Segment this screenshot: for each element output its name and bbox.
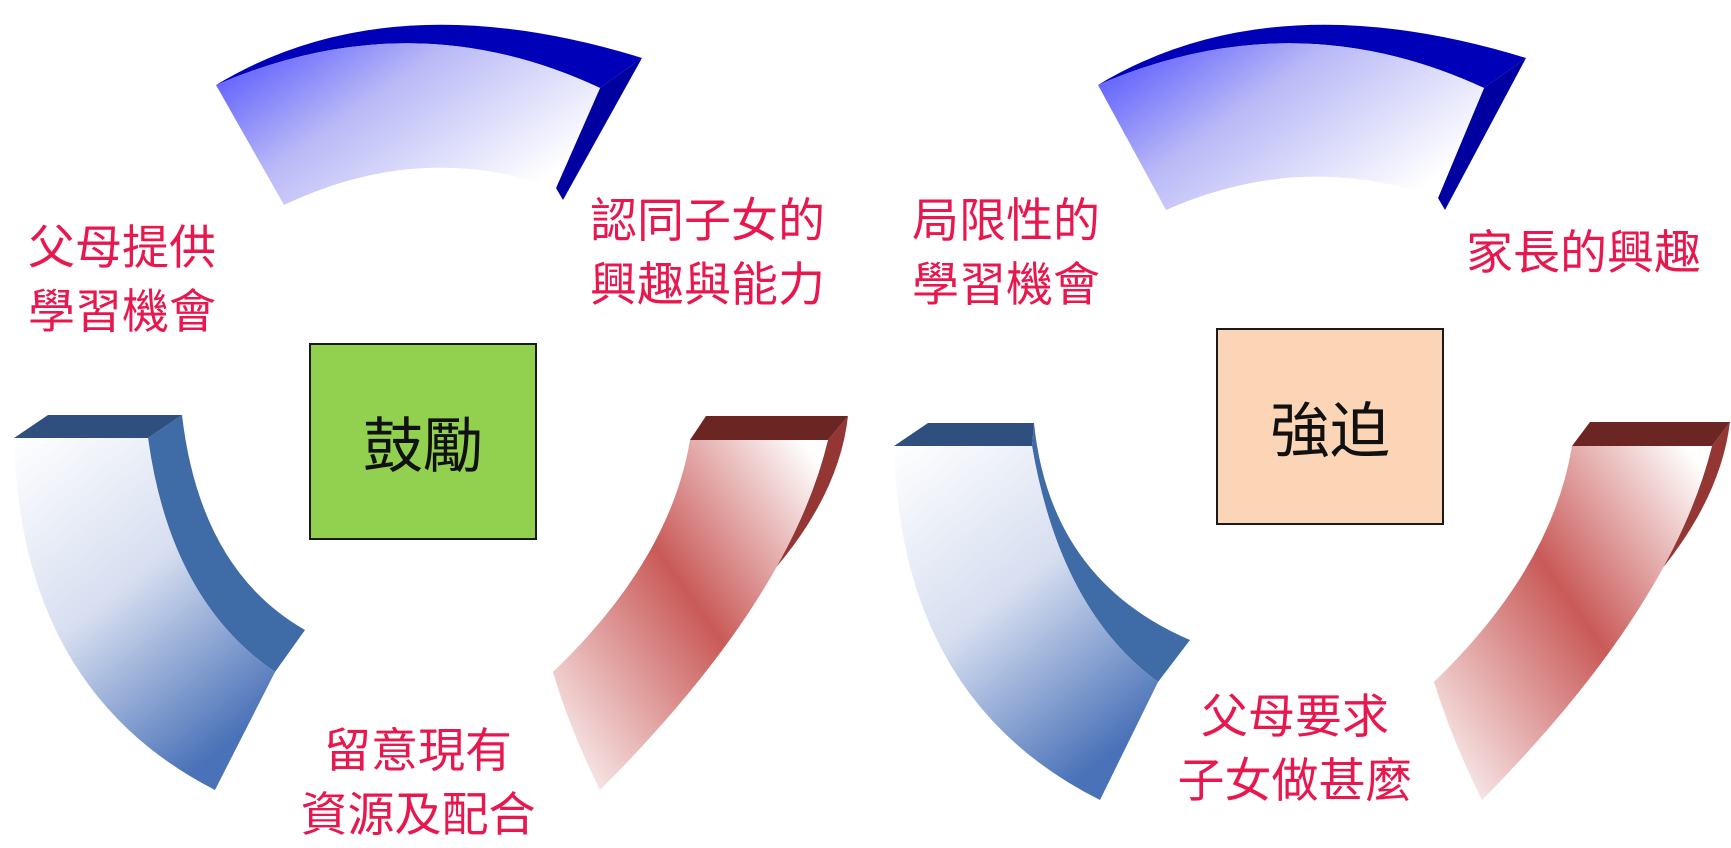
label-line: 認同子女的	[590, 194, 825, 249]
top-arc-segment	[216, 24, 642, 205]
label-line: 資源及配合	[300, 788, 536, 843]
label-line: 興趣與能力	[590, 258, 825, 313]
center-box-force: 強迫	[1216, 328, 1444, 525]
diagram-1-arcs	[14, 24, 848, 790]
center-label: 鼓勵	[363, 412, 483, 482]
label-limited-opportunities: 局限性的 學習機會	[906, 190, 1106, 318]
label-existing-resources: 留意現有 資源及配合	[298, 720, 538, 848]
label-parents-interests: 家長的興趣	[1466, 222, 1701, 286]
diagram-2-arcs	[894, 24, 1730, 800]
label-line: 學習機會	[912, 258, 1100, 313]
left-arc-segment	[894, 423, 1190, 800]
label-line: 子女做甚麼	[1177, 754, 1413, 809]
label-parents-demand: 父母要求 子女做甚麼	[1175, 686, 1415, 814]
label-line: 留意現有	[324, 724, 512, 779]
left-arc-segment	[14, 415, 305, 790]
label-line: 父母提供	[28, 221, 216, 276]
label-line: 父母要求	[1201, 690, 1389, 745]
right-arc-segment	[553, 416, 848, 790]
label-line: 學習機會	[28, 285, 216, 340]
label-parents-provide: 父母提供 學習機會	[28, 217, 216, 345]
label-line: 局限性的	[912, 194, 1100, 249]
center-label: 強迫	[1270, 397, 1390, 467]
top-arc-segment	[1098, 24, 1526, 210]
label-recognize-interests: 認同子女的 興趣與能力	[590, 190, 825, 318]
right-arc-segment	[1434, 422, 1730, 800]
label-line: 家長的興趣	[1466, 226, 1701, 281]
center-box-encourage: 鼓勵	[309, 343, 537, 540]
